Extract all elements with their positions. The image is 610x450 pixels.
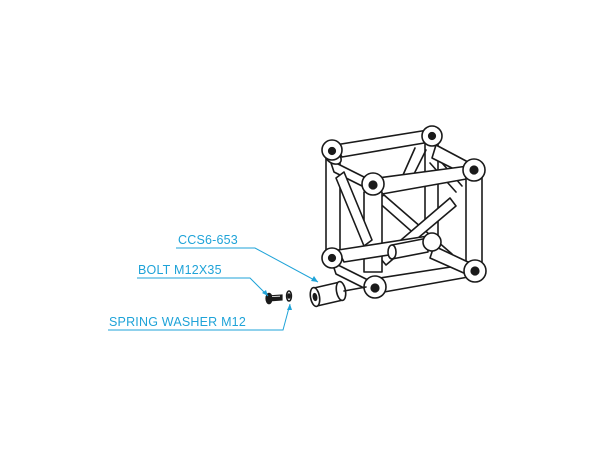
corner-node-bottom-front-right — [463, 259, 487, 283]
inner-bottom-cylinder — [387, 237, 429, 260]
coupler-arrowhead — [311, 276, 318, 282]
coupler-ccs6-653 — [309, 280, 347, 308]
left-diagonal-brace — [335, 171, 373, 247]
top-back-tube — [334, 129, 437, 158]
washer-leader-line — [108, 303, 291, 331]
washer-arrowhead — [287, 304, 292, 310]
bolt-arrowhead — [262, 290, 268, 296]
corner-node-top-back-right — [421, 125, 443, 147]
corner-node-bottom-back-right — [422, 232, 442, 252]
corner-node-bottom-back-left — [321, 247, 343, 269]
washer-label: SPRING WASHER M12 — [109, 315, 246, 329]
spring-washer-m12 — [285, 290, 293, 302]
coupler-leader-line — [176, 247, 319, 283]
truss-cube — [321, 125, 487, 299]
corner-node-top-front-left — [361, 172, 385, 196]
bolt-label: BOLT M12X35 — [138, 263, 222, 277]
front-right-vertical-tube — [465, 175, 483, 263]
assembly-axis-line — [343, 286, 367, 292]
coupler-label: CCS6-653 — [178, 233, 238, 247]
corner-node-bottom-front-left — [363, 275, 387, 299]
callout-leaders — [108, 247, 319, 331]
bolt-leader-line — [137, 277, 269, 297]
corner-node-top-back-left — [321, 139, 343, 161]
callout-arrowheads — [262, 276, 318, 310]
corner-node-top-front-right — [462, 158, 486, 182]
bolt-m12x35 — [265, 292, 283, 305]
